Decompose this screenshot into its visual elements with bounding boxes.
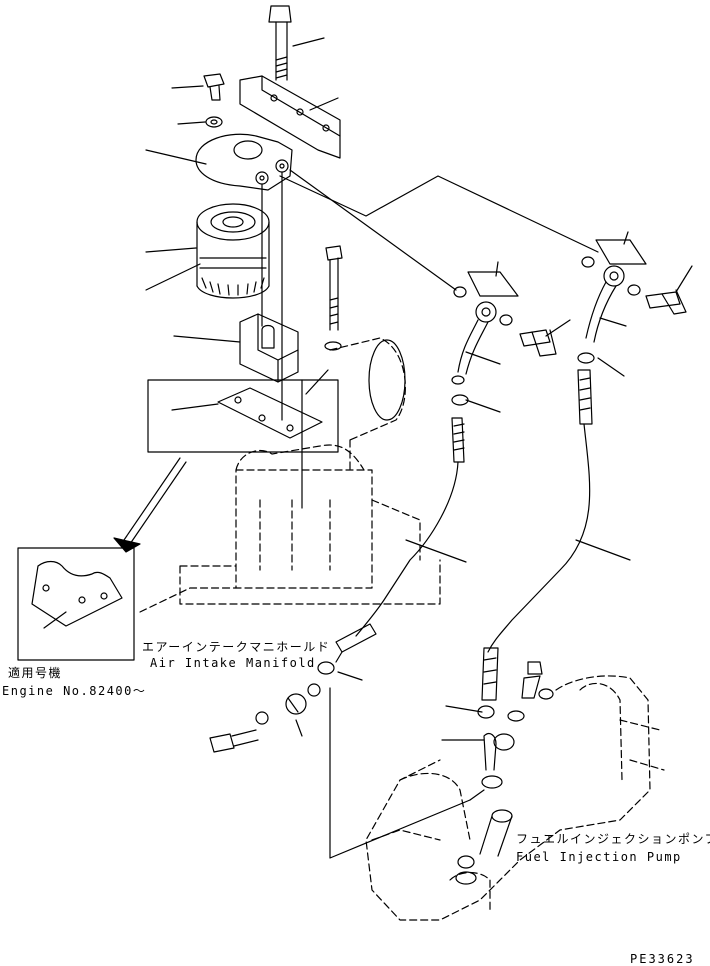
banjo-bolt-center bbox=[519, 319, 571, 357]
air-intake-manifold-label-en: Air Intake Manifold bbox=[150, 656, 316, 670]
filter-head bbox=[145, 133, 293, 191]
air-intake-manifold-label-jp: エアーインテークマニホールド bbox=[142, 640, 331, 654]
detail-arrow bbox=[113, 457, 187, 553]
fuel-injection-pump-label-en: Fuel Injection Pump bbox=[516, 850, 682, 864]
hose-end-left bbox=[335, 623, 377, 663]
washer bbox=[177, 116, 223, 128]
leader-line bbox=[469, 789, 485, 801]
banjo-fitting-lower bbox=[209, 661, 363, 753]
applicable-models-label: 適用号機 bbox=[8, 666, 63, 680]
pump-inlet-fitting bbox=[455, 809, 513, 885]
hose-end-right bbox=[481, 647, 499, 701]
fuel-filter-cartridge bbox=[145, 203, 270, 299]
fuel-injection-pump-label-jp: フュエルインジェクションポンプ bbox=[516, 832, 710, 846]
pump-bolt bbox=[521, 661, 554, 700]
air-intake-manifold bbox=[139, 337, 441, 613]
leader-line bbox=[405, 539, 467, 563]
hose-clamp-center bbox=[451, 375, 501, 413]
detail-inset-box bbox=[17, 547, 135, 661]
pump-washers bbox=[441, 705, 525, 789]
fuel-hose-center bbox=[355, 417, 465, 637]
manifold-bolt bbox=[301, 245, 343, 509]
long-bolt bbox=[268, 5, 325, 81]
hose-clamp-right bbox=[577, 352, 625, 377]
eye-joint-center bbox=[453, 261, 519, 375]
engine-number-label: Engine No.82400～ bbox=[2, 684, 147, 698]
drawing-code: PE33623 bbox=[630, 952, 695, 966]
leader-line bbox=[289, 169, 457, 291]
banjo-bolt-right bbox=[645, 265, 693, 315]
eye-joint-right bbox=[581, 231, 647, 343]
leader-line bbox=[329, 687, 471, 859]
spacer-block bbox=[173, 313, 299, 383]
filter-bracket bbox=[239, 75, 341, 159]
fuel-injection-pump bbox=[365, 675, 665, 921]
mounting-plate-detail-box bbox=[147, 379, 339, 453]
small-bolt bbox=[171, 73, 225, 101]
fuel-hose-right bbox=[487, 369, 631, 653]
manifold-outlet bbox=[368, 339, 406, 421]
leader-line bbox=[279, 175, 599, 253]
